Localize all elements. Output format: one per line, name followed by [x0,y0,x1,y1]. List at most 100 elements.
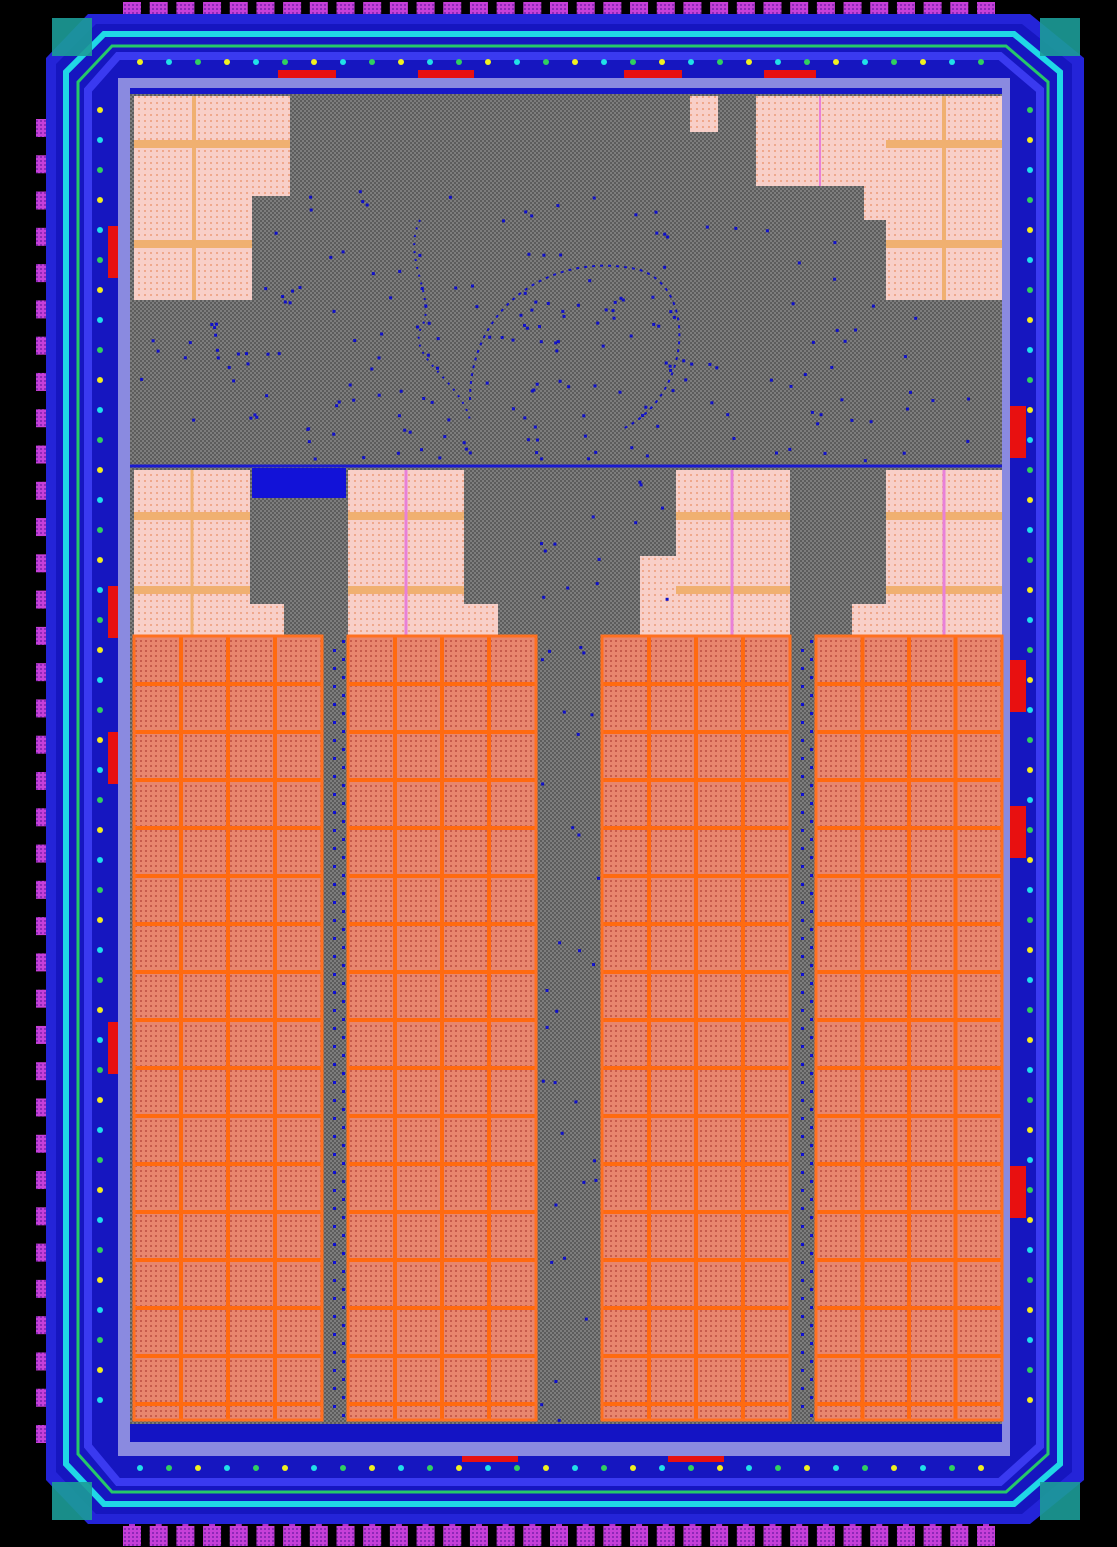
routing-speck [903,355,907,359]
routing-speck [810,1270,813,1273]
ring-cyan [63,31,1063,1507]
routing-speck [621,298,625,302]
routing-speck [645,454,649,458]
io-pad [870,1526,889,1546]
ring-marker [195,59,201,65]
routing-speck [810,1378,813,1381]
routing-speck [342,1216,345,1219]
ring-marker [97,467,103,473]
routing-speck [666,235,670,239]
routing-speck [801,1297,804,1300]
ring-marker [688,1465,694,1471]
routing-speck [902,451,906,455]
io-pad [923,1526,942,1546]
io-pad [443,1526,462,1546]
sram-stripe [134,140,290,148]
power-stripe-bottom [130,1424,1002,1442]
routing-speck [810,748,813,751]
routing-speck [654,210,658,214]
routing-speck [534,300,538,304]
routing-speck [597,557,601,561]
routing-speck [525,326,529,330]
routing-speck [801,1369,804,1372]
routing-speck [797,261,801,265]
routing-speck [232,379,236,383]
routing-speck [801,1045,804,1048]
routing-speck [380,332,384,336]
ring-marker [1027,1187,1033,1193]
routing-speck [906,407,909,411]
io-pad [309,1526,328,1546]
routing-speck [333,865,336,868]
routing-speck [801,1405,804,1408]
ring-marker [1027,767,1033,773]
routing-speck [281,295,285,298]
io-pad [229,1526,248,1546]
routing-speck [591,515,595,519]
routing-speck [810,658,813,661]
ring-marker [97,767,103,773]
ring-marker [97,797,103,803]
routing-speck [151,339,155,343]
routing-speck [810,1216,813,1219]
routing-speck [546,302,550,305]
routing-speck [562,314,566,318]
routing-speck [536,438,539,442]
routing-speck [342,928,345,931]
routing-speck [618,390,622,394]
routing-speck [361,200,365,204]
ring-marker [572,59,578,65]
ring-marker [485,1465,491,1471]
ring-marker [97,617,103,623]
routing-speck [422,397,426,400]
routing-speck [333,757,336,760]
routing-speck [545,989,549,992]
ring-marker [195,1465,201,1471]
routing-speck [556,340,560,344]
ring-marker [97,1187,103,1193]
routing-speck [596,321,600,325]
routing-speck [801,739,804,742]
routing-speck [669,310,673,314]
routing-speck [801,1009,804,1012]
ring-marker [1027,797,1033,803]
io-pad [977,1526,995,1546]
routing-speck [558,379,562,383]
routing-speck [810,874,813,877]
routing-speck [684,378,688,382]
routing-speck [485,381,489,385]
routing-speck [562,710,566,714]
routing-speck [789,384,793,388]
routing-speck [420,287,424,290]
routing-speck [863,459,867,463]
ring-marker [572,1465,578,1471]
ring-marker [97,1037,103,1043]
ring-marker [1027,227,1033,233]
io-buffer-cell [1008,806,1026,858]
routing-speck [811,340,815,344]
routing-speck [362,456,366,460]
ring-marker [717,59,723,65]
routing-speck [333,811,336,814]
routing-speck [810,1108,813,1111]
routing-speck [329,255,333,259]
routing-speck [365,203,369,207]
ring-marker [253,59,259,65]
ring-marker [978,59,984,65]
ring-marker [659,59,665,65]
routing-speck [652,322,656,326]
routing-speck [801,865,804,868]
routing-speck [810,784,813,787]
routing-speck [333,1297,336,1300]
routing-speck [539,340,543,344]
routing-speck [553,542,557,546]
routing-speck [342,1162,345,1165]
routing-speck [255,415,259,419]
ring-marker [1027,1007,1033,1013]
ring-marker [862,1465,868,1471]
routing-speck [801,991,804,994]
routing-speck [634,521,638,525]
io-pad [123,1526,141,1546]
routing-speck [555,349,559,353]
ring-marker [369,59,375,65]
